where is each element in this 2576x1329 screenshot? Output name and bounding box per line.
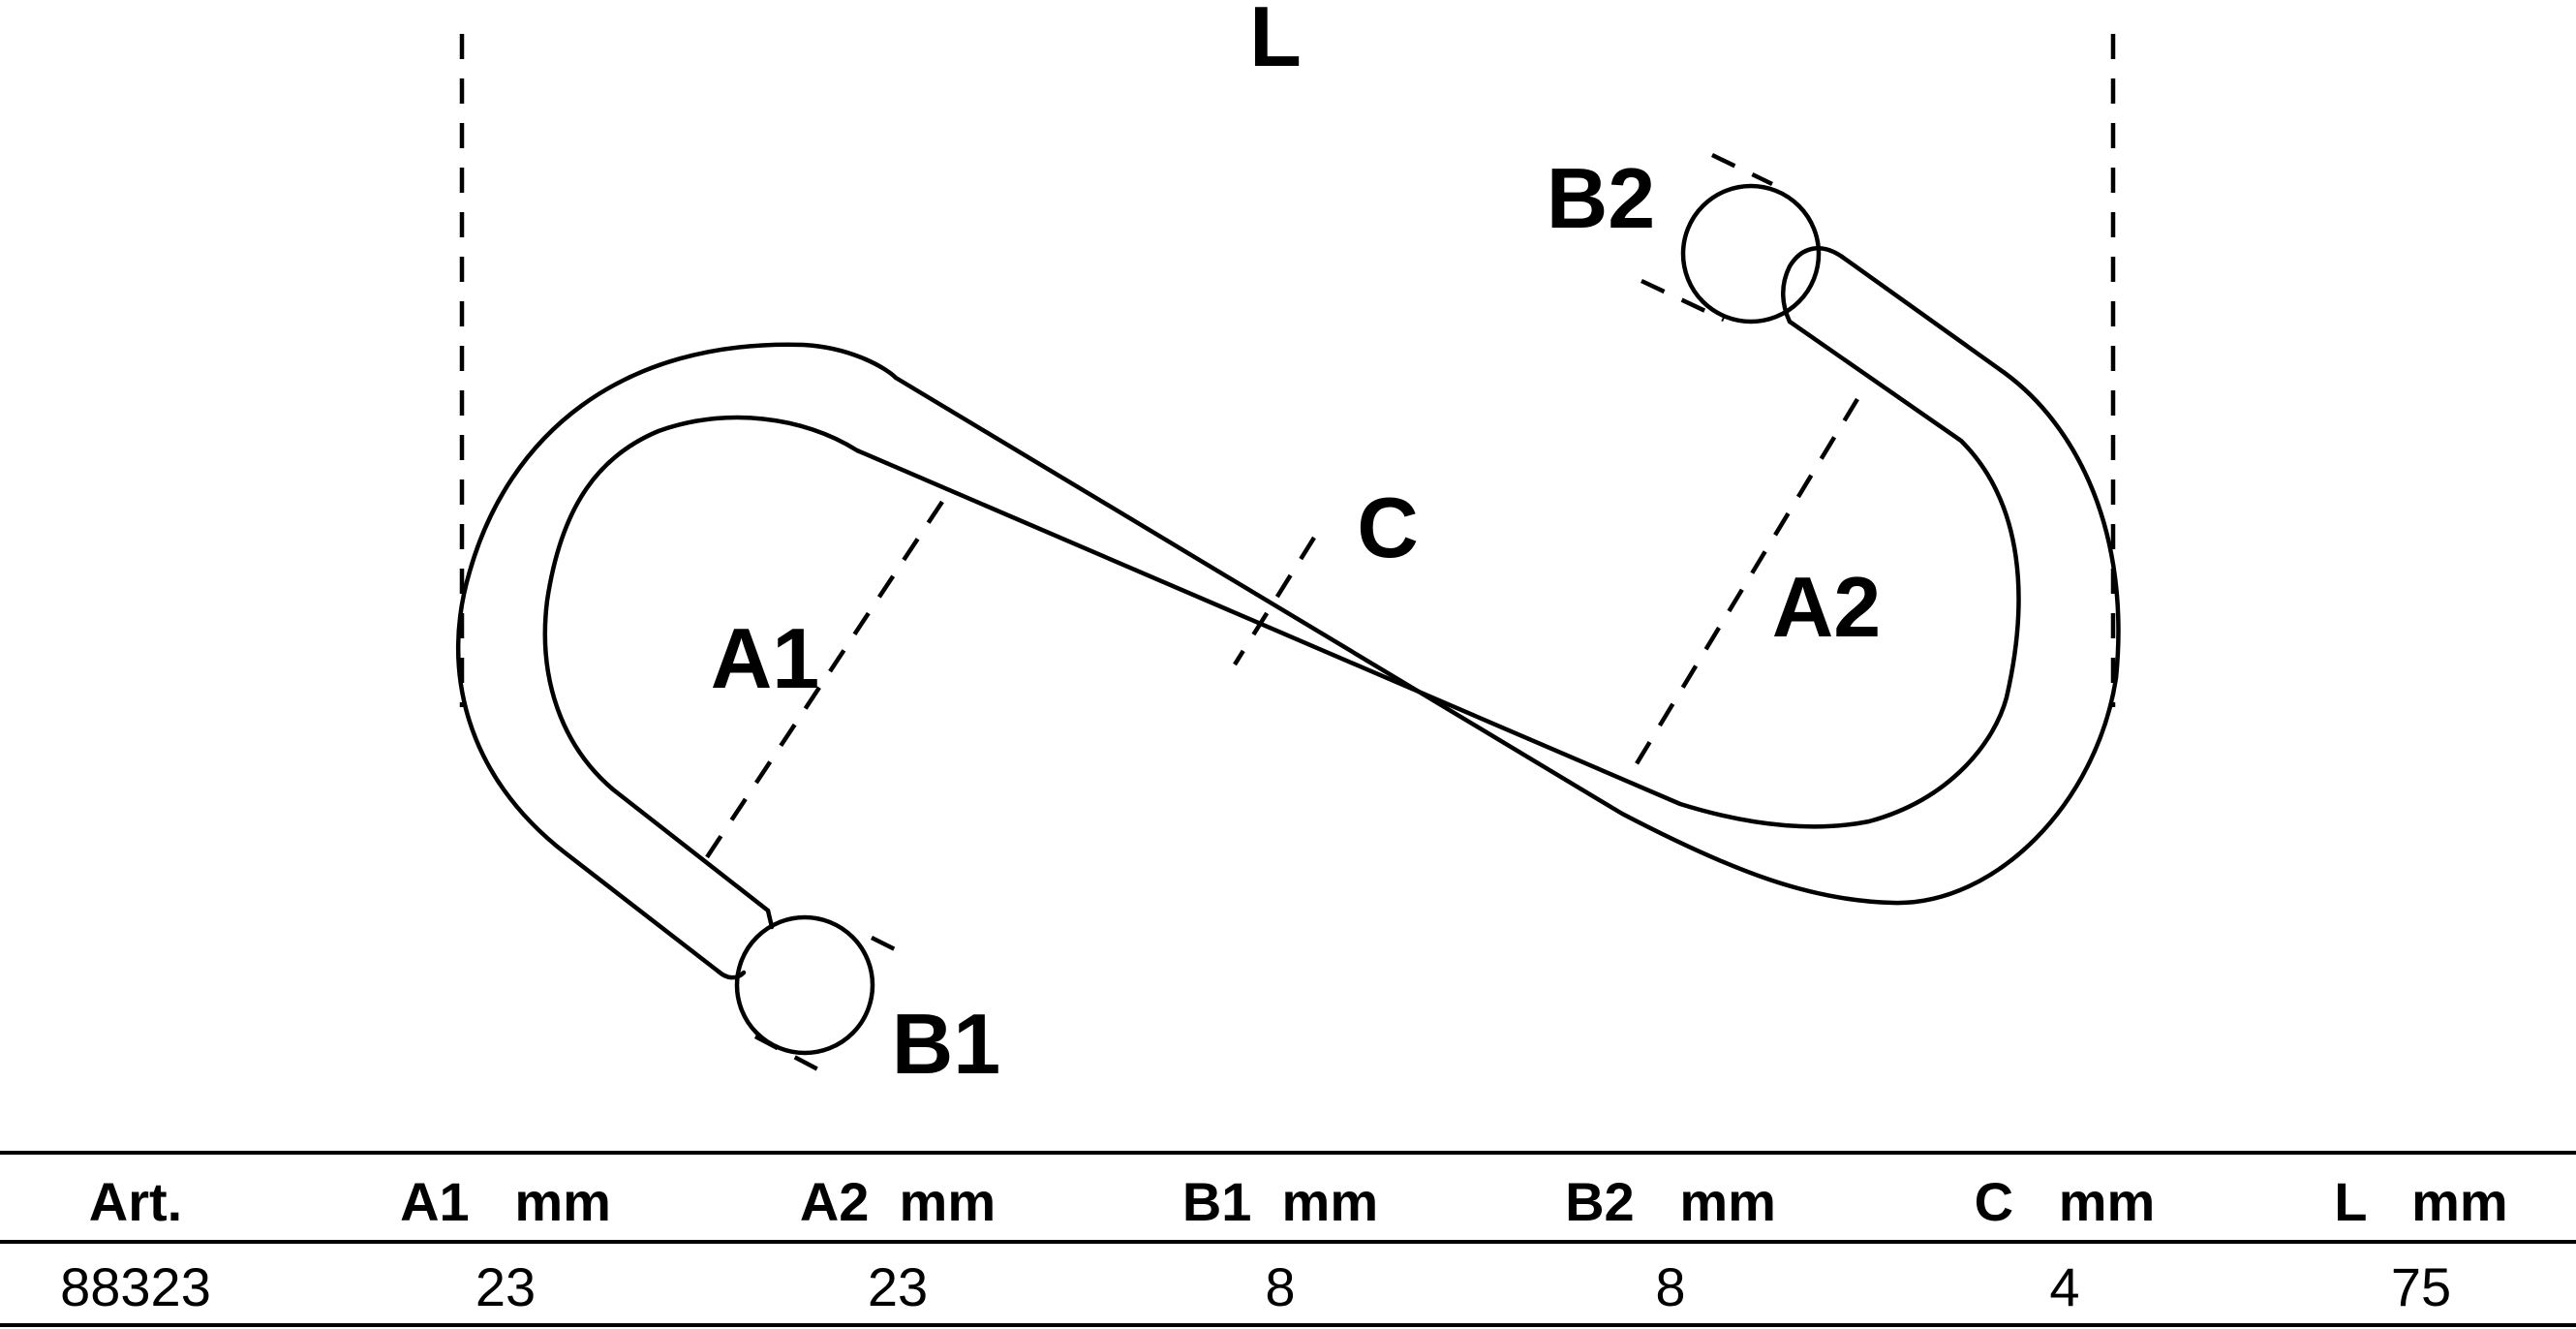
table-cell-a2: 23 (868, 1256, 928, 1317)
hook-outline-outer (455, 254, 2121, 974)
b2-dim-dash-upper (1711, 152, 1773, 187)
hook-tip-cap-left (716, 969, 747, 980)
table-header-a1: A1 mm (400, 1171, 611, 1232)
table-cell-l: 75 (2391, 1256, 2451, 1317)
table-header-l: L mm (2334, 1171, 2507, 1232)
b2-dim-dash-lower (1641, 278, 1725, 323)
label-a2: A2 (1772, 559, 1882, 655)
wire-section-b1 (734, 914, 875, 1056)
c-dim-line (1233, 536, 1316, 666)
wire-section-b2 (1680, 183, 1822, 325)
label-b2: B2 (1547, 150, 1656, 246)
table-header-b2: B2 mm (1565, 1171, 1776, 1232)
label-b1: B1 (892, 996, 1001, 1092)
table-header-art: Art. (89, 1171, 182, 1232)
table-cell-b2: 8 (1655, 1256, 1685, 1317)
b1-dim-dash-lower (753, 1035, 835, 1079)
hook-tip-cap-right (1781, 246, 1845, 325)
spec-table: Art. A1 mm A2 mm B1 mm B2 mm C mm L mm 8… (0, 1151, 2576, 1327)
label-a1: A1 (711, 610, 820, 706)
table-cell-art: 88323 (60, 1256, 211, 1317)
a2-dim-line (1628, 397, 1859, 777)
table-header-b1: B1 mm (1182, 1171, 1378, 1232)
table-header-a2: A2 mm (800, 1171, 996, 1232)
table-cell-b1: 8 (1265, 1256, 1295, 1317)
table-cell-a1: 23 (475, 1256, 536, 1317)
label-c: C (1357, 479, 1419, 575)
table-cell-c: 4 (2049, 1256, 2079, 1317)
a1-dim-line (703, 500, 944, 862)
b1-dim-dash-upper (870, 935, 901, 954)
label-l: L (1249, 0, 1302, 84)
hook-outline-inner (542, 319, 2021, 913)
table-header-c: C mm (1975, 1171, 2156, 1232)
